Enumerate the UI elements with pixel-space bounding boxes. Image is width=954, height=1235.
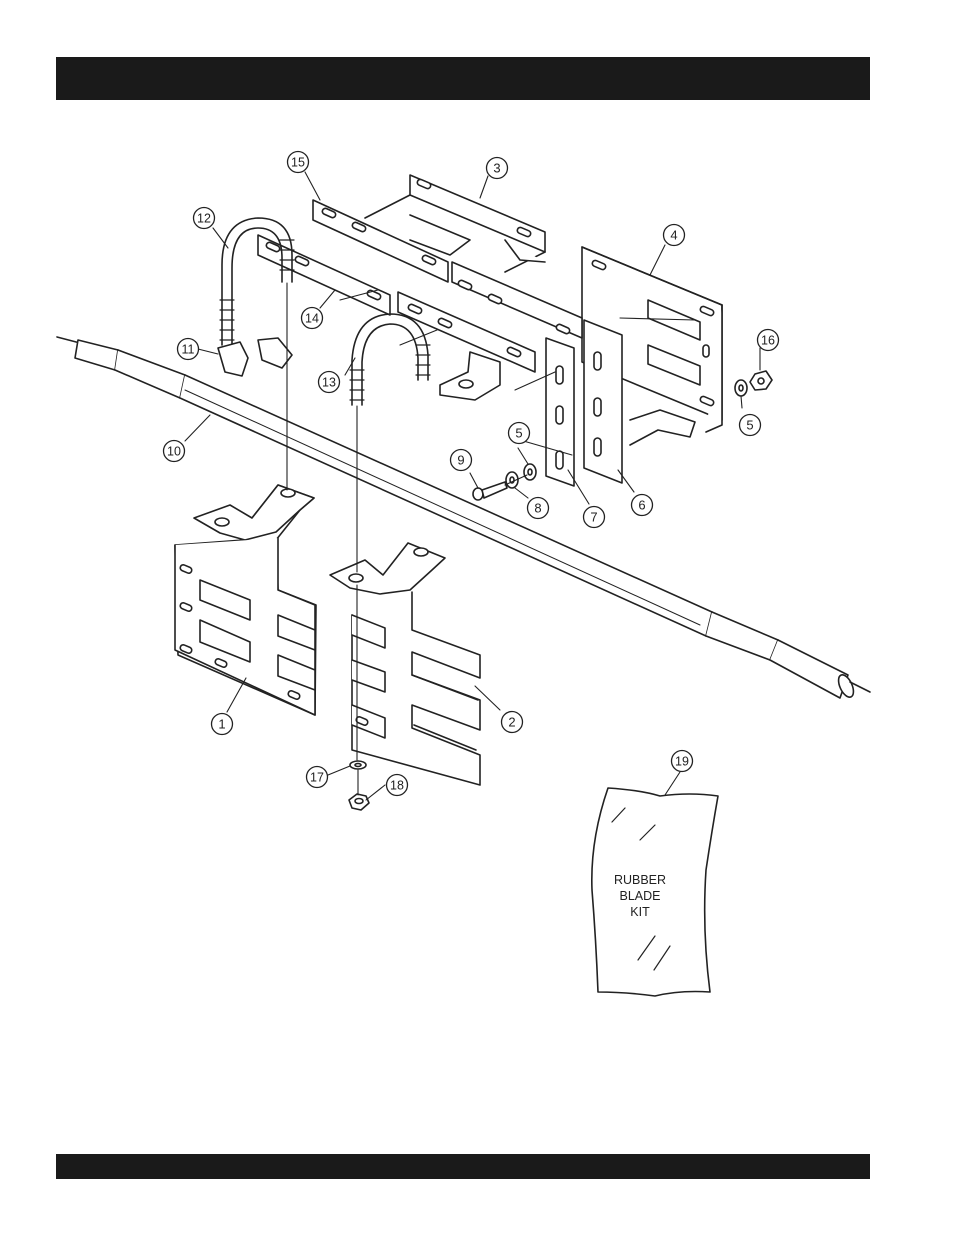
bracket-part-1 xyxy=(175,485,316,715)
callout-13: 13 xyxy=(319,372,340,393)
callout-8: 8 xyxy=(528,498,549,519)
callout-19: 19 xyxy=(672,751,693,772)
callout-number: 19 xyxy=(675,755,689,769)
callout-number: 8 xyxy=(534,501,541,516)
callout-number: 17 xyxy=(310,771,324,785)
svg-text:KIT: KIT xyxy=(630,905,650,919)
callout-number: 16 xyxy=(761,334,775,348)
callout-5: 5 xyxy=(740,415,761,436)
callout-14: 14 xyxy=(302,308,323,329)
u-bolt-part-12 xyxy=(220,218,294,345)
plate-part-7 xyxy=(546,338,574,486)
nut-part-16 xyxy=(750,371,772,390)
callout-number: 14 xyxy=(305,312,319,326)
callout-11: 11 xyxy=(178,339,199,360)
nut-part-18 xyxy=(349,794,369,810)
callout-17: 17 xyxy=(307,767,328,788)
callout-number: 9 xyxy=(457,453,464,468)
callout-1: 1 xyxy=(212,714,233,735)
callout-15: 15 xyxy=(288,152,309,173)
plate-part-6 xyxy=(584,320,622,483)
callout-number: 3 xyxy=(493,161,500,176)
callout-number: 11 xyxy=(182,343,195,357)
washer-part-17 xyxy=(350,761,366,769)
callout-number: 13 xyxy=(322,376,336,390)
callout-7: 7 xyxy=(584,507,605,528)
callout-6: 6 xyxy=(632,495,653,516)
callout-12: 12 xyxy=(194,208,215,229)
callout-number: 15 xyxy=(291,156,305,170)
callout-5: 5 xyxy=(509,423,530,444)
callout-4: 4 xyxy=(664,225,685,246)
callout-10: 10 xyxy=(164,441,185,462)
svg-text:BLADE: BLADE xyxy=(620,889,661,903)
callout-number: 5 xyxy=(515,426,522,441)
callout-18: 18 xyxy=(387,775,408,796)
bolt-part-9 xyxy=(473,482,507,500)
bracket-foot-4 xyxy=(630,410,695,445)
u-bolt-part-13 xyxy=(350,314,430,405)
callout-number: 18 xyxy=(390,779,404,793)
svg-text:RUBBER: RUBBER xyxy=(614,873,666,887)
callout-number: 5 xyxy=(746,418,753,433)
callout-number: 10 xyxy=(167,445,181,459)
callout-number: 4 xyxy=(670,228,677,243)
callout-number: 1 xyxy=(218,717,225,732)
callout-9: 9 xyxy=(451,450,472,471)
callout-number: 7 xyxy=(590,510,597,525)
callout-number: 6 xyxy=(638,498,645,513)
callout-number: 12 xyxy=(197,212,211,226)
plug-part-11 xyxy=(218,338,292,376)
callout-3: 3 xyxy=(487,158,508,179)
callout-number: 2 xyxy=(508,715,515,730)
bracket-part-2 xyxy=(330,543,480,785)
callout-2: 2 xyxy=(502,712,523,733)
bracket-back-part-3 xyxy=(365,175,545,272)
washer-part-5a xyxy=(524,464,536,480)
washer-part-5b xyxy=(735,380,747,396)
callout-16: 16 xyxy=(758,330,779,351)
